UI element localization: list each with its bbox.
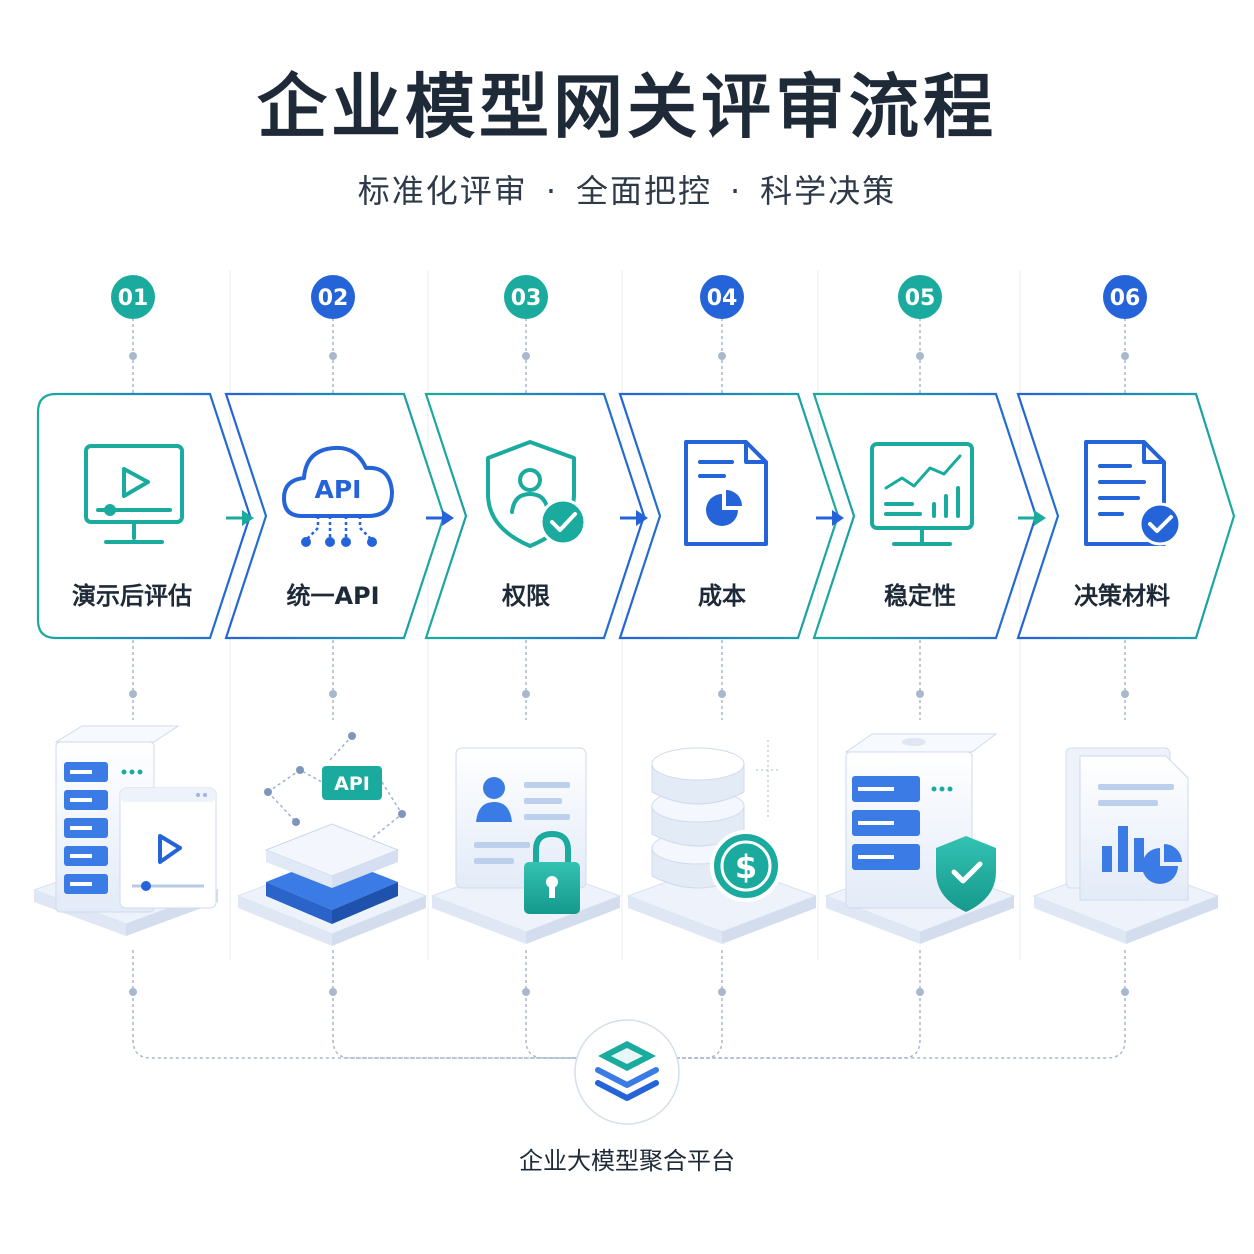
step-badge-04: 04 <box>700 275 744 319</box>
api-layers-illustration: API <box>236 732 428 946</box>
flow-arrow-3 <box>620 510 648 526</box>
server-shield-illustration <box>824 733 1016 944</box>
flow-arrow-5 <box>1018 510 1046 526</box>
step-card-06 <box>1016 392 1236 640</box>
monitor-chart-icon <box>870 442 974 546</box>
subtitle-separator-2: · <box>730 172 743 210</box>
step-label-2: 统一API <box>286 582 379 610</box>
bottom-connector-dots <box>129 988 1129 996</box>
page-title: 企业模型网关评审流程 <box>257 66 997 148</box>
step-number: 02 <box>318 286 349 311</box>
api-cloud-icon: API <box>282 445 394 547</box>
id-card-lock-illustration <box>430 747 622 944</box>
step-number: 06 <box>1110 286 1141 311</box>
step-badge-03: 03 <box>504 275 548 319</box>
step-badge-05: 05 <box>898 275 942 319</box>
step-number: 01 <box>118 286 149 311</box>
subtitle-part-2: 全面把控 <box>575 172 712 210</box>
step-number: 05 <box>905 286 936 311</box>
step-label-4: 成本 <box>698 582 746 610</box>
layers-stack-icon <box>595 1041 659 1101</box>
subtitle-part-3: 科学决策 <box>760 172 897 210</box>
flow-arrow-1 <box>226 510 254 526</box>
api-cloud-text: API <box>315 475 362 504</box>
step-card-01 <box>36 392 252 640</box>
dollar-text: $ <box>735 848 757 886</box>
bottom-connectors <box>132 950 1126 1059</box>
subtitle-separator-1: · <box>545 172 558 210</box>
flow-arrow-2 <box>426 510 454 526</box>
middle-connectors <box>129 640 1129 720</box>
step-number: 04 <box>707 286 738 311</box>
page-subtitle: 标准化评审 · 全面把控 · 科学决策 <box>0 168 1254 214</box>
step-card-03 <box>424 392 646 640</box>
pie-document-icon <box>684 440 768 546</box>
step-badge-01: 01 <box>111 275 155 319</box>
flow-arrow-4 <box>816 510 844 526</box>
platform-node <box>574 1019 680 1125</box>
server-video-illustration <box>32 725 220 936</box>
subtitle-part-1: 标准化评审 <box>357 172 528 210</box>
api-badge-text: API <box>334 773 370 795</box>
step-badge-02: 02 <box>311 275 355 319</box>
step-card-05 <box>812 392 1038 640</box>
step-label-6: 决策材料 <box>1074 582 1170 610</box>
report-chart-illustration <box>1032 747 1220 944</box>
step-number: 03 <box>511 286 542 311</box>
top-connectors <box>129 318 1129 394</box>
database-dollar-illustration: $ <box>626 740 818 944</box>
column-guides <box>229 270 1021 960</box>
step-label-5: 稳定性 <box>884 582 956 610</box>
user-shield-check-icon <box>486 440 587 548</box>
monitor-play-icon <box>84 444 184 544</box>
platform-label: 企业大模型聚合平台 <box>519 1147 735 1175</box>
step-label-3: 权限 <box>501 582 550 610</box>
document-check-icon <box>1084 440 1182 546</box>
step-badge-06: 06 <box>1103 275 1147 319</box>
step-label-1: 演示后评估 <box>72 582 192 610</box>
